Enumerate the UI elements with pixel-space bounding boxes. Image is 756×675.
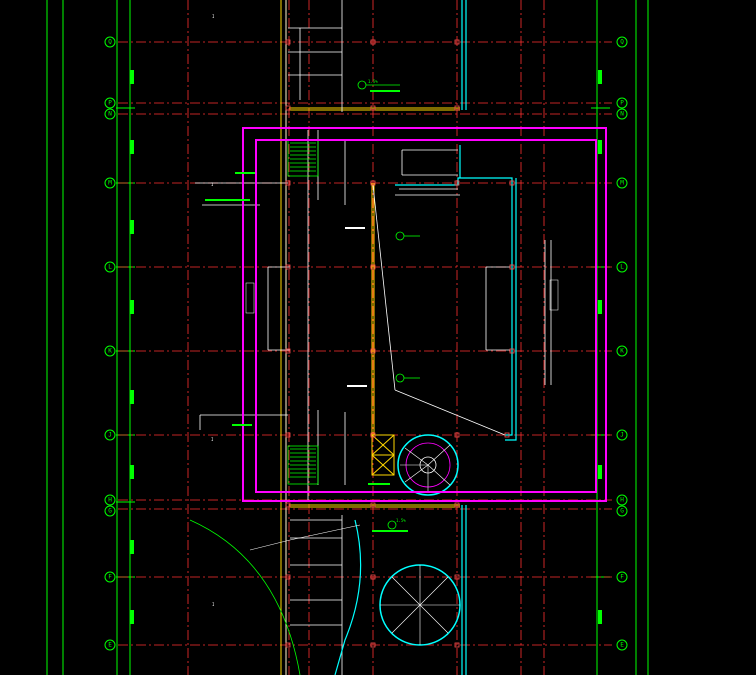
grid-bubble-H-right[interactable]: H: [616, 494, 628, 506]
vertical-axis-lines: [187, 0, 545, 675]
svg-text:J: J: [620, 432, 624, 439]
grid-bubble-H-left[interactable]: H: [104, 494, 116, 506]
column-markers: [285, 39, 515, 648]
grid-bubble-L-left[interactable]: L: [104, 261, 116, 273]
annotation-markers: [357, 80, 420, 530]
svg-text:Q: Q: [620, 39, 624, 46]
svg-text:H: H: [108, 497, 112, 504]
grid-bubble-F-right[interactable]: F: [616, 571, 628, 583]
ref-note-1: 1.5%: [368, 79, 378, 84]
grid-bubble-E-right[interactable]: E: [616, 639, 628, 651]
svg-text:M: M: [108, 180, 112, 187]
ref-note-2: 1.5%: [396, 518, 406, 523]
grid-bubble-L-right[interactable]: L: [616, 261, 628, 273]
spiral-stair: [397, 434, 459, 496]
svg-text:P: P: [108, 100, 112, 107]
grid-bubble-M-right[interactable]: M: [616, 177, 628, 189]
elevator-cores: [371, 434, 395, 476]
lower-round-room: [189, 519, 461, 675]
svg-text:G: G: [620, 508, 624, 515]
svg-text:N: N: [108, 111, 112, 118]
grid-bubble-Q-left[interactable]: Q: [104, 36, 116, 48]
grid-bubble-G-right[interactable]: G: [616, 505, 628, 517]
svg-text:E: E: [620, 642, 624, 649]
svg-text:H: H: [620, 497, 624, 504]
site-boundary: [242, 127, 607, 502]
svg-text:K: K: [108, 348, 112, 355]
mark-i-4: I: [212, 602, 215, 607]
svg-text:J: J: [108, 432, 112, 439]
grid-bubble-K-right[interactable]: K: [616, 345, 628, 357]
grid-bubble-N-right[interactable]: N: [616, 108, 628, 120]
svg-text:N: N: [620, 111, 624, 118]
stair-upper: [287, 139, 319, 177]
svg-text:L: L: [108, 264, 112, 271]
svg-text:Q: Q: [108, 39, 112, 46]
grid-bubble-Q-right[interactable]: Q: [616, 36, 628, 48]
grid-bubble-P-right[interactable]: P: [616, 97, 628, 109]
horizontal-axis-lines: [118, 41, 612, 646]
svg-text:F: F: [108, 574, 112, 581]
grid-bubble-J-left[interactable]: J: [104, 429, 116, 441]
glass-curtain-wall: [395, 0, 517, 675]
svg-text:L: L: [620, 264, 624, 271]
mark-i-2: I: [211, 182, 214, 187]
grid-bubble-P-left[interactable]: P: [104, 97, 116, 109]
grid-bubble-F-left[interactable]: F: [104, 571, 116, 583]
grid-bubble-J-right[interactable]: J: [616, 429, 628, 441]
svg-text:K: K: [620, 348, 624, 355]
grid-bubble-N-left[interactable]: N: [104, 108, 116, 120]
svg-text:P: P: [620, 100, 624, 107]
svg-text:F: F: [620, 574, 624, 581]
frame-lines: [46, 0, 649, 675]
annotation-text-blocks: [130, 70, 602, 624]
stair-lower: [287, 445, 319, 485]
mark-i-1: I: [212, 14, 215, 19]
grid-bubble-G-left[interactable]: G: [104, 505, 116, 517]
svg-text:E: E: [108, 642, 112, 649]
svg-text:G: G: [108, 508, 112, 515]
wall-lines: [195, 0, 552, 675]
grid-bubbles-left: Q P N M L K J H G F E: [104, 36, 116, 651]
grid-bubble-M-left[interactable]: M: [104, 177, 116, 189]
svg-text:M: M: [620, 180, 624, 187]
grid-bubble-E-left[interactable]: E: [104, 639, 116, 651]
grid-bubbles-right: Q P N M L K J H G F E: [616, 36, 628, 651]
grid-bubble-K-left[interactable]: K: [104, 345, 116, 357]
mark-i-3: I: [211, 437, 214, 442]
